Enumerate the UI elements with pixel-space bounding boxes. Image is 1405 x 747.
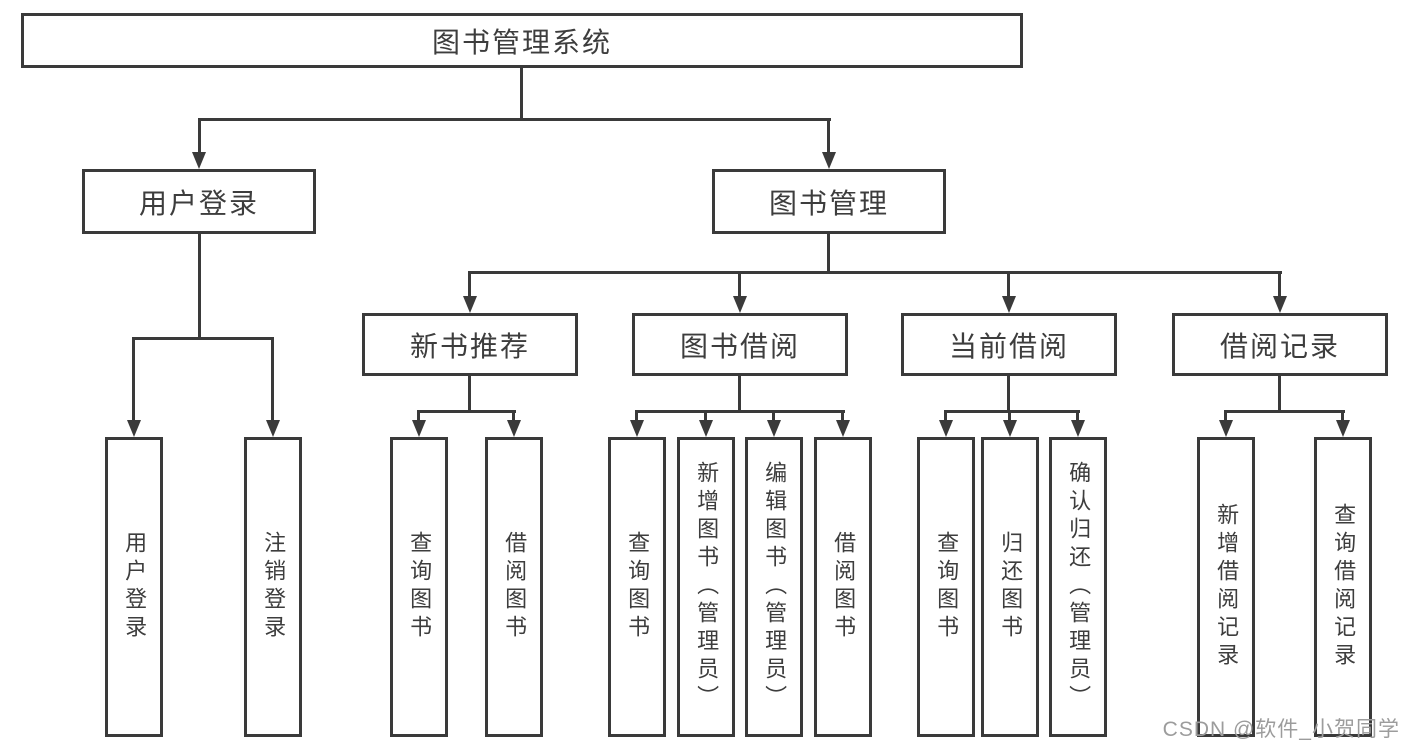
leaf-borrow-books-recommend-label: 借阅图书: [502, 531, 528, 643]
arrow-down-icon: [1219, 420, 1233, 437]
arrow-down-icon: [1273, 296, 1287, 313]
connector-user-login-stub: [198, 234, 201, 337]
connector-l3-drop-records: [1278, 271, 1281, 298]
node-borrowing-records: 借阅记录: [1172, 313, 1388, 376]
leaf-confirm-return-admin-label: 确认归还（管理员）: [1066, 461, 1092, 713]
connector-current-stub: [1007, 376, 1010, 410]
node-new-book-recommendation-label: 新书推荐: [409, 330, 530, 362]
leaf-add-book-admin: 新增图书（管理员）: [677, 437, 735, 737]
connector-drop: [512, 410, 515, 422]
node-library-system: 图书管理系统: [21, 13, 1023, 68]
connector-drop: [635, 410, 638, 422]
watermark: CSDN @软件_小贺同学: [1162, 718, 1400, 741]
connector-root-stub: [520, 68, 523, 118]
connector-drop: [1341, 410, 1344, 422]
arrow-down-icon: [630, 420, 644, 437]
arrow-down-icon: [699, 420, 713, 437]
connector-l2-drop-book-management: [827, 118, 830, 154]
leaf-query-books-recommend-label: 查询图书: [407, 531, 433, 643]
leaf-query-books-current: 查询图书: [917, 437, 975, 737]
node-book-management-label: 图书管理: [768, 187, 889, 219]
connector-drop-leaf-user-login: [132, 337, 135, 422]
node-user-login-label: 用户登录: [138, 187, 259, 219]
connector-drop: [417, 410, 420, 422]
arrow-down-icon: [836, 420, 850, 437]
leaf-confirm-return-admin: 确认归还（管理员）: [1049, 437, 1107, 737]
leaf-user-login: 用户登录: [105, 437, 163, 737]
leaf-query-books-borrowing: 查询图书: [608, 437, 666, 737]
arrow-down-icon: [767, 420, 781, 437]
connector-l3-drop-recommend: [468, 271, 471, 298]
connector-recommend-stub: [468, 376, 471, 410]
connector-book-management-stub: [827, 234, 830, 271]
arrow-down-icon: [192, 152, 206, 169]
connector-drop-leaf-logout: [271, 337, 274, 422]
connector-current-rail: [944, 410, 1080, 413]
leaf-user-login-label: 用户登录: [122, 531, 148, 643]
connector-drop: [704, 410, 707, 422]
connector-drop: [841, 410, 844, 422]
connector-drop: [1008, 410, 1011, 422]
leaf-query-books-borrowing-label: 查询图书: [625, 531, 651, 643]
leaf-add-borrow-record: 新增借阅记录: [1197, 437, 1255, 737]
leaf-return-book: 归还图书: [981, 437, 1039, 737]
leaf-query-borrow-record: 查询借阅记录: [1314, 437, 1372, 737]
arrow-down-icon: [507, 420, 521, 437]
arrow-down-icon: [939, 420, 953, 437]
leaf-logout: 注销登录: [244, 437, 302, 737]
connector-l2-rail: [198, 118, 831, 121]
arrow-down-icon: [733, 296, 747, 313]
connector-drop: [1224, 410, 1227, 422]
leaf-query-books-current-label: 查询图书: [934, 531, 960, 643]
leaf-borrow-books-label: 借阅图书: [831, 531, 857, 643]
connector-l3-drop-borrowing: [738, 271, 741, 298]
node-user-login: 用户登录: [82, 169, 316, 234]
connector-borrowing-stub: [738, 376, 741, 410]
node-current-borrowing: 当前借阅: [901, 313, 1117, 376]
arrow-down-icon: [412, 420, 426, 437]
arrow-down-icon: [1002, 296, 1016, 313]
leaf-logout-label: 注销登录: [261, 531, 287, 643]
node-current-borrowing-label: 当前借阅: [948, 330, 1069, 362]
arrow-down-icon: [463, 296, 477, 313]
node-borrowing-records-label: 借阅记录: [1219, 330, 1340, 362]
arrow-down-icon: [266, 420, 280, 437]
leaf-edit-book-admin-label: 编辑图书（管理员）: [762, 461, 788, 713]
node-book-borrowing-label: 图书借阅: [679, 330, 800, 362]
connector-drop: [772, 410, 775, 422]
connector-borrowing-rail: [635, 410, 845, 413]
node-book-borrowing: 图书借阅: [632, 313, 848, 376]
arrow-down-icon: [1336, 420, 1350, 437]
connector-records-rail: [1224, 410, 1345, 413]
arrow-down-icon: [127, 420, 141, 437]
connector-drop: [944, 410, 947, 422]
leaf-borrow-books: 借阅图书: [814, 437, 872, 737]
connector-drop: [1076, 410, 1079, 422]
node-new-book-recommendation: 新书推荐: [362, 313, 578, 376]
connector-l3-drop-current: [1007, 271, 1010, 298]
connector-user-login-rail: [132, 337, 274, 340]
connector-l3-rail: [468, 271, 1282, 274]
leaf-query-books-recommend: 查询图书: [390, 437, 448, 737]
leaf-add-borrow-record-label: 新增借阅记录: [1214, 503, 1240, 671]
arrow-down-icon: [822, 152, 836, 169]
node-book-management: 图书管理: [712, 169, 946, 234]
leaf-return-book-label: 归还图书: [998, 531, 1024, 643]
connector-l2-drop-user-login: [198, 118, 201, 154]
leaf-borrow-books-recommend: 借阅图书: [485, 437, 543, 737]
leaf-add-book-admin-label: 新增图书（管理员）: [694, 461, 720, 713]
arrow-down-icon: [1071, 420, 1085, 437]
arrow-down-icon: [1003, 420, 1017, 437]
connector-recommend-rail: [417, 410, 516, 413]
leaf-edit-book-admin: 编辑图书（管理员）: [745, 437, 803, 737]
leaf-query-borrow-record-label: 查询借阅记录: [1331, 503, 1357, 671]
node-library-system-label: 图书管理系统: [431, 26, 612, 58]
connector-records-stub: [1278, 376, 1281, 410]
